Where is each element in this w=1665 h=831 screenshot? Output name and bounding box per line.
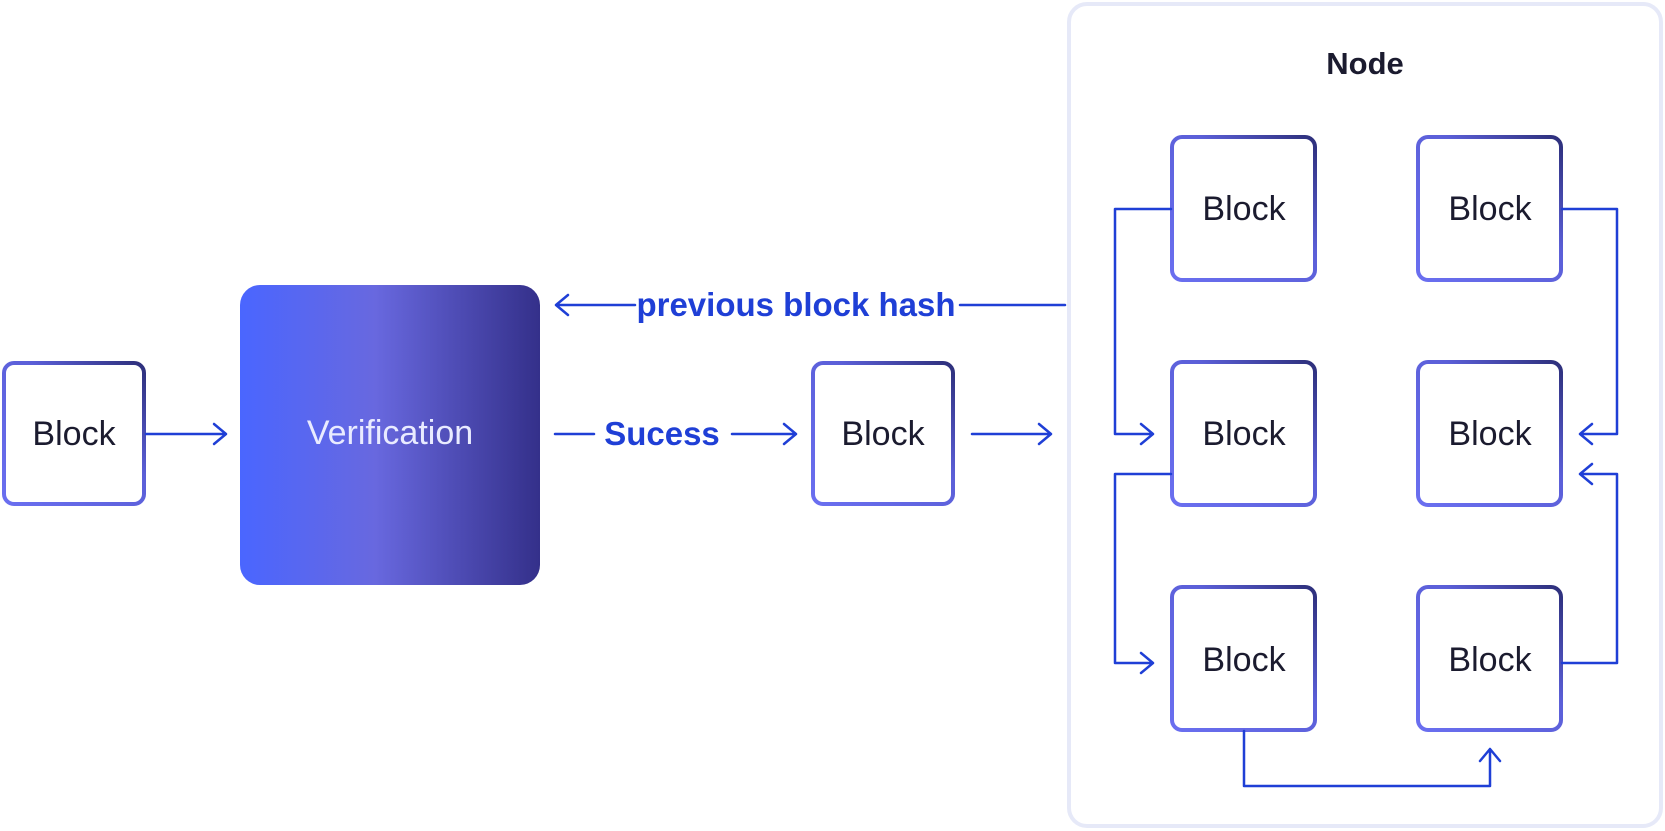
verification-box: Verification bbox=[240, 285, 540, 585]
connector-arrow bbox=[1560, 462, 1619, 665]
arrow-to-node bbox=[970, 422, 1053, 446]
node-block: Block bbox=[1416, 585, 1563, 732]
node-title: Node bbox=[1326, 46, 1404, 81]
node-block-label: Block bbox=[1448, 190, 1532, 228]
node-block-label: Block bbox=[1448, 415, 1532, 453]
node-block: Block bbox=[1170, 135, 1317, 282]
input-block: Block bbox=[2, 361, 146, 506]
node-block-label: Block bbox=[1448, 641, 1532, 679]
success-label: Sucess bbox=[604, 415, 720, 452]
node-block-label: Block bbox=[1202, 190, 1286, 228]
verification-label: Verification bbox=[307, 414, 473, 452]
verified-block-label: Block bbox=[841, 415, 925, 453]
node-block: Block bbox=[1170, 585, 1317, 732]
node-block-label: Block bbox=[1202, 641, 1286, 679]
previous-hash-arrow-head bbox=[554, 293, 637, 317]
connector-arrow bbox=[1242, 729, 1502, 788]
node-block: Block bbox=[1416, 360, 1563, 507]
node-block: Block bbox=[1416, 135, 1563, 282]
input-block-label: Block bbox=[32, 415, 116, 453]
success-arrow bbox=[730, 422, 798, 446]
node-block: Block bbox=[1170, 360, 1317, 507]
previous-hash-label: previous block hash bbox=[636, 286, 955, 323]
connector-arrow bbox=[1113, 472, 1173, 675]
arrow-to-verification bbox=[144, 422, 228, 446]
connector-arrow bbox=[1113, 207, 1173, 446]
connector-arrow bbox=[1560, 207, 1619, 446]
node-container bbox=[1067, 2, 1663, 828]
node-block-label: Block bbox=[1202, 415, 1286, 453]
verified-block: Block bbox=[811, 361, 955, 506]
